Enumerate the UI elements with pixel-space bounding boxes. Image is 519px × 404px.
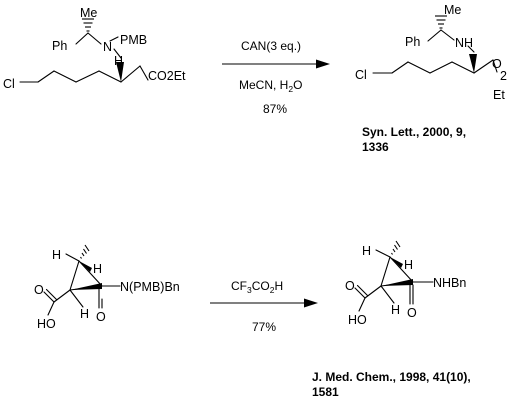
reactant2-wedge-h xyxy=(79,261,92,272)
reaction1-yield: 87% xyxy=(263,102,287,116)
reactant1-cl-label: Cl xyxy=(3,77,15,91)
reactant1-me-label: Me xyxy=(80,6,97,20)
product1-me-label: Me xyxy=(444,3,461,17)
product2-bonds xyxy=(354,249,434,312)
reaction2-reagent-sub1: 3 xyxy=(247,285,252,295)
product2-nhbn: NHBn xyxy=(433,276,466,290)
reaction1-reactant: Me Ph N PMB H Cl CO2Et xyxy=(3,6,186,91)
reaction1-solvent-sub: 2 xyxy=(288,84,293,94)
reactant1-bonds xyxy=(19,32,149,83)
product2-ho: HO xyxy=(348,313,367,327)
product2-h-bottom: H xyxy=(391,303,400,317)
product2-hash-bond xyxy=(391,240,401,255)
product1-o-label: O xyxy=(492,57,502,71)
reaction2-reagent-main: CF xyxy=(231,279,247,293)
reaction2-reference: J. Med. Chem., 1998, 41(10), 1581 xyxy=(312,370,471,399)
reactant2-h-top: H xyxy=(52,248,61,262)
product2-h-top: H xyxy=(362,244,371,258)
reaction1-arrow-head xyxy=(316,59,330,69)
product2-h-right: H xyxy=(404,258,413,272)
reactant1-h-label: H xyxy=(114,54,123,68)
reaction1-solvent: MeCN, H2O xyxy=(239,78,302,94)
reference1-line1: Syn. Lett., 2000, 9, xyxy=(362,125,466,139)
reaction1-reagent: CAN(3 eq.) xyxy=(241,39,301,53)
reactant1-hash-bond xyxy=(82,18,94,32)
reaction2-reactant: H H N(PMB)Bn O H O HO xyxy=(34,244,180,331)
reactant2-wedge-bond xyxy=(70,283,102,290)
reactant1-n-label: N xyxy=(103,40,112,54)
reaction2-conditions: CF3CO2H 77% xyxy=(210,279,318,334)
reference1-line2: 1336 xyxy=(362,140,389,154)
product1-two-label: 2 xyxy=(500,69,507,83)
reactant2-h-bottom: H xyxy=(80,307,89,321)
reaction1-reference: Syn. Lett., 2000, 9, 1336 xyxy=(362,125,466,154)
reaction2-arrow-head xyxy=(304,298,318,308)
product2-o-amide: O xyxy=(407,306,417,320)
reactant1-co2et-label: CO2Et xyxy=(148,69,186,83)
product1-hash-bond xyxy=(435,15,447,29)
product2-o-acid: O xyxy=(345,279,355,293)
reactant1-pmb-label: PMB xyxy=(120,33,147,47)
reaction1-conditions: CAN(3 eq.) MeCN, H2O 87% xyxy=(222,39,330,116)
reaction2-reagent-sub2: 2 xyxy=(270,285,275,295)
product1-bonds xyxy=(372,29,498,74)
product2-wedge-bond xyxy=(381,279,413,286)
reference2-line1: J. Med. Chem., 1998, 41(10), xyxy=(312,370,471,384)
reactant1-wedge-bond xyxy=(116,62,124,82)
reaction2-reagent-mid: CO xyxy=(252,279,270,293)
reactant2-o-acid: O xyxy=(34,283,44,297)
reaction2-yield: 77% xyxy=(252,320,276,334)
reaction1-solvent-main: MeCN, H xyxy=(239,78,288,92)
reactant2-h-right: H xyxy=(93,262,102,276)
product2-wedge-h xyxy=(390,257,403,268)
reactant2-hash-bond xyxy=(80,244,90,259)
reference2-line2: 1581 xyxy=(312,385,339,399)
product1-nh-label: NH xyxy=(455,36,473,50)
reactant2-ho: HO xyxy=(37,317,56,331)
reaction2-reagent-end: H xyxy=(274,279,283,293)
reactant2-o-amide: O xyxy=(96,310,106,324)
reaction1-product: Me Ph NH Cl O 2 Et xyxy=(355,3,507,102)
reaction1-solvent-end: O xyxy=(293,78,302,92)
reactant1-ph-label: Ph xyxy=(52,39,67,53)
product1-cl-label: Cl xyxy=(355,68,367,82)
reaction2-reagent: CF3CO2H xyxy=(231,279,283,295)
reaction2-product: H H NHBn O H O HO xyxy=(345,240,466,327)
reactant2-n-sub: N(PMB)Bn xyxy=(120,280,180,294)
product1-et-label: Et xyxy=(493,88,505,102)
product1-ph-label: Ph xyxy=(405,35,420,49)
product1-wedge-bond xyxy=(469,54,477,73)
